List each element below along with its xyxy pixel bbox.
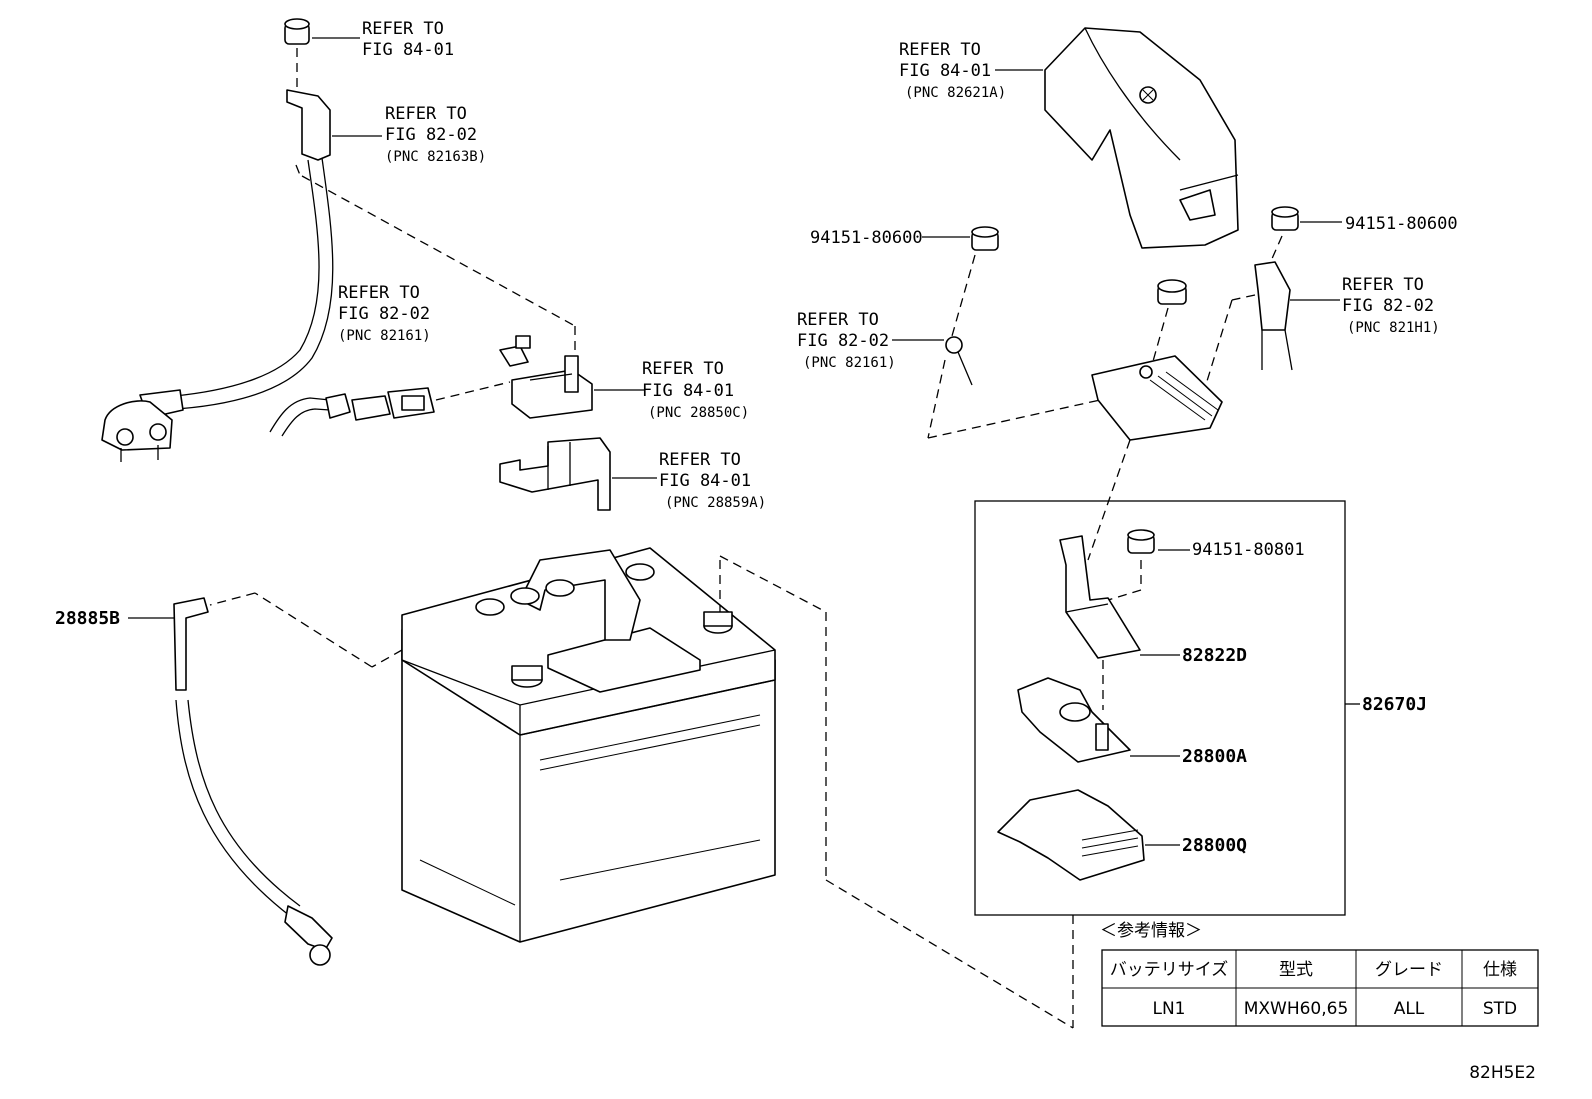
fig-label-6: FIG 84-01 (899, 61, 991, 81)
part-number-28885B: 28885B (55, 608, 120, 629)
assembly-box-82670J (974, 500, 1346, 916)
fig-label-1: FIG 84-01 (362, 40, 454, 60)
fig-label-3: FIG 82-02 (338, 304, 430, 324)
figure-code: 82H5E2 (1469, 1063, 1536, 1083)
cover-82621A (1044, 27, 1239, 249)
battery (401, 547, 776, 943)
refer-label-8: REFER TO (1342, 275, 1424, 295)
table-cell-grade: ALL (1394, 999, 1425, 1019)
pnc-label-82163B: (PNC 82163B) (385, 149, 486, 165)
pnc-label-82161-right: (PNC 82161) (803, 355, 896, 371)
refer-label-5: REFER TO (659, 450, 741, 470)
part-number-28800A: 28800A (1182, 746, 1247, 767)
center-nut (1157, 279, 1187, 305)
nut-94151-80600-left (971, 226, 999, 251)
bracket-82822D (1059, 535, 1141, 659)
cover-28859A (499, 437, 611, 511)
holder-28800Q (997, 789, 1145, 881)
part-number-28800Q: 28800Q (1182, 835, 1247, 856)
fig-label-2: FIG 82-02 (385, 125, 477, 145)
table-header-model: 型式 (1279, 960, 1313, 980)
pnc-label-82621A: (PNC 82621A) (905, 85, 1006, 101)
bolt-94151-80801 (1127, 529, 1155, 554)
cable-82163B (101, 89, 334, 462)
table-cell-model: MXWH60,65 (1244, 999, 1349, 1019)
pnc-label-28850C: (PNC 28850C) (648, 405, 749, 421)
refer-label-7: REFER TO (797, 310, 879, 330)
fig-label-7: FIG 82-02 (797, 331, 889, 351)
table-cell-spec: STD (1483, 999, 1517, 1019)
reference-table-title: ＜参考情報＞ (1100, 921, 1202, 941)
refer-label-2: REFER TO (385, 104, 467, 124)
terminal-82161-right (945, 336, 973, 386)
part-number-94151-80600-right: 94151-80600 (1345, 214, 1458, 234)
clamp-28800A (1017, 677, 1131, 763)
nut-94151-80600-right (1271, 206, 1299, 231)
refer-label-6: REFER TO (899, 40, 981, 60)
pnc-label-28859A: (PNC 28859A) (665, 495, 766, 511)
relay-28850C (499, 335, 593, 419)
reference-table: バッテリサイズ 型式 グレード 仕様 LN1 MXWH60,65 ALL STD (1101, 949, 1539, 1027)
pnc-label-82161-left: (PNC 82161) (338, 328, 431, 344)
fig-label-5: FIG 84-01 (659, 471, 751, 491)
cable-821H1 (1254, 261, 1293, 371)
part-number-82822D: 82822D (1182, 645, 1247, 666)
part-number-82670J: 82670J (1362, 694, 1427, 715)
table-header-battery-size: バッテリサイズ (1110, 960, 1229, 980)
table-cell-battery-size: LN1 (1152, 999, 1185, 1019)
fig-label-8: FIG 82-02 (1342, 296, 1434, 316)
refer-label-3: REFER TO (338, 283, 420, 303)
cable-28885B (173, 597, 333, 966)
part-number-94151-80801: 94151-80801 (1192, 540, 1305, 560)
table-header-spec: 仕様 (1483, 960, 1517, 980)
top-nut (284, 18, 310, 45)
refer-label-4: REFER TO (642, 359, 724, 379)
sensor-unit (1091, 355, 1223, 441)
connector-82161-left (269, 387, 435, 437)
part-number-94151-80600-left: 94151-80600 (810, 228, 923, 248)
table-header-grade: グレード (1375, 960, 1443, 980)
fig-label-4: FIG 84-01 (642, 381, 734, 401)
refer-label-1: REFER TO (362, 19, 444, 39)
pnc-label-821H1: (PNC 821H1) (1347, 320, 1440, 336)
